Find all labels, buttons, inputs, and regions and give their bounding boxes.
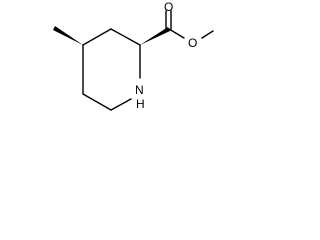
wedge-bond-methyl — [53, 26, 83, 45]
molecule-diagram: O O N H — [0, 0, 216, 134]
bond-n1-c6 — [110, 98, 132, 111]
bond-c3-c2 — [110, 28, 141, 46]
ester-bonds — [165, 10, 214, 39]
wedge-bond-ester — [140, 27, 170, 45]
ether-oxygen-label: O — [188, 36, 197, 50]
ring-nitrogen-hydrogen-label: H — [136, 97, 145, 111]
molecule-structure: O O N H — [53, 0, 214, 111]
carbonyl-oxygen-label: O — [164, 0, 173, 14]
ring-nitrogen-label: N — [135, 83, 144, 97]
bond-ester-ether — [168, 28, 185, 39]
bond-ether-methyl — [201, 30, 214, 39]
bond-c4-c3 — [82, 28, 112, 46]
bond-c6-c5 — [82, 93, 112, 111]
ring-bonds — [82, 28, 141, 111]
